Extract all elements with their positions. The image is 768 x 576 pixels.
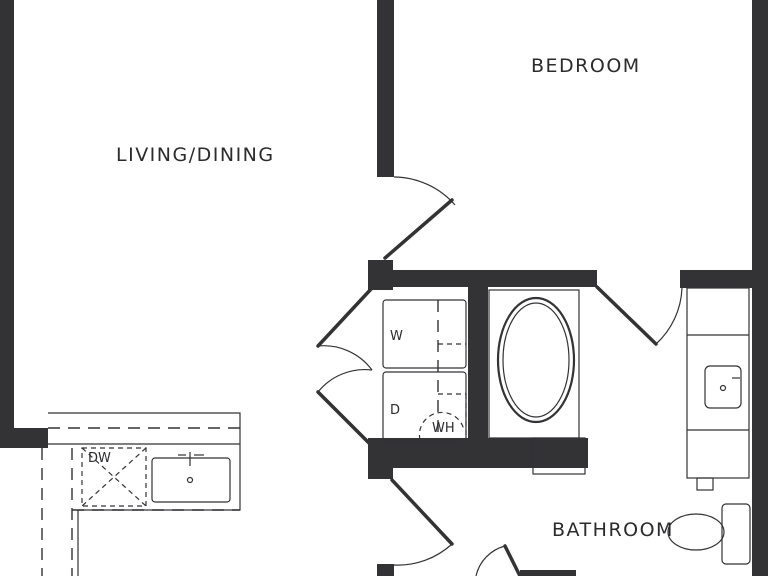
kitchen-sink-drain: [186, 476, 194, 484]
room-label-bathroom: BATHROOM: [552, 519, 674, 541]
laundry-door-lower-swing: [317, 368, 373, 393]
laundry-door-upper-swing: [317, 345, 373, 371]
dishwasher-label: DW: [88, 451, 111, 466]
bath-entry-door-leaf: [503, 544, 522, 576]
bathroom-door-leaf: [595, 285, 658, 346]
laundry-door-lower-leaf: [316, 390, 374, 448]
vanity-sink-drain: [719, 384, 727, 392]
laundry-door-upper-leaf: [316, 286, 374, 348]
room-label-bedroom: BEDROOM: [531, 55, 641, 77]
dryer-label: D: [390, 403, 400, 418]
wall-core-bottom: [368, 438, 588, 468]
bedroom-door-swing: [393, 176, 456, 206]
water-heater-label: WH: [432, 421, 455, 436]
hall-door-leaf: [390, 478, 454, 546]
wall-core-middle: [468, 287, 488, 438]
wall-left-exterior-stub: [0, 428, 48, 448]
washer-label: W: [390, 329, 403, 344]
bath-entry-door-swing: [475, 545, 506, 576]
toilet-tank: [721, 503, 751, 565]
wall-bottom-stub-left: [377, 564, 394, 576]
bathtub-step: [532, 437, 586, 475]
toilet-bowl: [667, 513, 725, 551]
wall-core-top-left-post: [368, 260, 393, 290]
wall-core-bottom-post: [368, 445, 393, 479]
water-heater-outline: [418, 411, 465, 441]
wall-bath-top-right: [680, 270, 760, 288]
bathroom-door-swing: [655, 287, 683, 345]
vanity-foot: [696, 477, 714, 491]
room-label-living-dining: LIVING/DINING: [116, 144, 275, 166]
vanity-counter: [686, 287, 750, 479]
kitchen-counter-outline: [48, 412, 241, 576]
bedroom-door-leaf: [383, 198, 454, 260]
bathtub-basin: [496, 296, 576, 424]
wall-bottom-stub-mid: [520, 570, 576, 576]
wall-core-top: [378, 270, 597, 287]
washer-unit: [382, 299, 467, 369]
vanity-sink: [704, 365, 742, 409]
wall-living-bedroom: [377, 0, 394, 177]
dishwasher-unit: [81, 447, 147, 507]
bathtub-basin-inner: [502, 302, 570, 418]
kitchen-sink: [151, 457, 231, 503]
wall-left-exterior-upper: [0, 0, 14, 428]
hall-door-swing: [393, 543, 453, 566]
